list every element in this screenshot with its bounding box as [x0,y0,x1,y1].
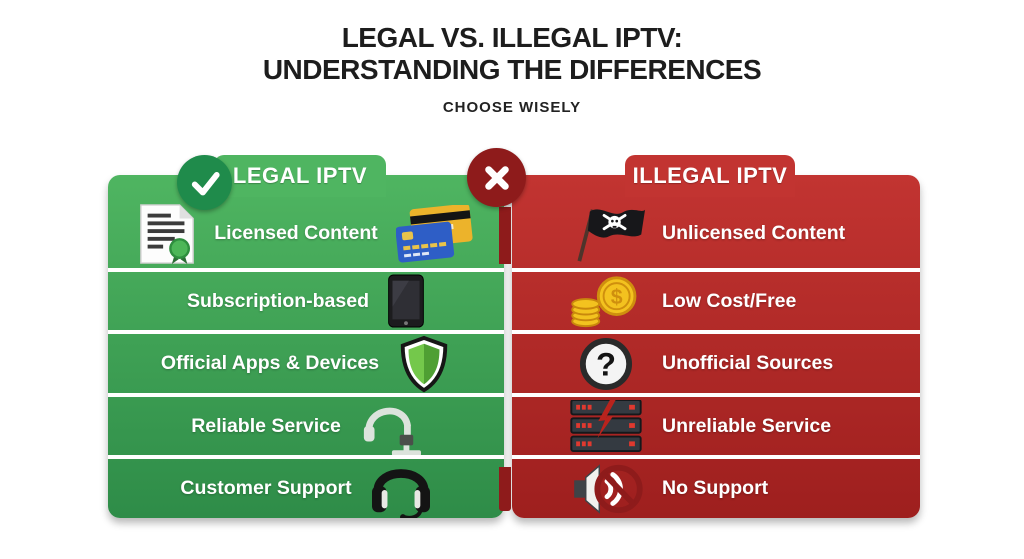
row-label: No Support [662,477,769,499]
legal-row-licensed-content: Licensed Content [108,175,504,268]
row-label: Subscription-based [186,289,370,312]
illegal-header-label: ILLEGAL IPTV [632,163,788,188]
broken-server-icon [558,400,654,452]
row-label: Unofficial Sources [662,352,834,374]
row-label: Unlicensed Content [662,222,846,244]
illegal-row-unlicensed-content: Unlicensed Content [512,175,920,268]
credit-cards-icon [395,204,474,263]
certificate-document-icon [138,203,196,265]
headphones-icon [370,460,432,518]
row-label: Reliable Service [191,414,341,437]
legal-row-reliable-service: Reliable Service [108,393,504,456]
illegal-row-low-cost: $ Low Cost/Free [512,268,920,330]
headset-stand-icon [359,396,421,456]
illegal-row-unreliable-service: Unreliable Service [512,393,920,455]
row-label: Low Cost/Free [662,289,797,312]
shield-icon [397,335,451,393]
svg-text:?: ? [596,345,616,382]
row-label: Official Apps & Devices [160,352,380,374]
page-subtitle: CHOOSE WISELY [442,99,582,116]
row-label: Licensed Content [214,222,378,244]
money-coins-icon: $ [558,273,654,329]
illegal-row-no-support: No Support [512,455,920,518]
page-title-line2: UNDERSTANDING THE DIFFERENCES [262,54,762,85]
row-label: Unreliable Service [662,414,832,437]
question-mark-icon: ? [558,337,654,391]
legal-header-tab: LEGAL IPTV [214,155,386,197]
illegal-iptv-panel: Unlicensed Content $ Low Cost/Free [512,175,920,518]
pirate-flag-icon [558,204,654,264]
svg-text:$: $ [611,285,623,309]
legal-header-label: LEGAL IPTV [232,163,368,188]
page-title-line1: LEGAL VS. ILLEGAL IPTV: [341,22,683,53]
column-divider-top [499,207,511,264]
column-divider-bottom [499,467,511,511]
legal-iptv-panel: Licensed Content [108,175,504,518]
smartphone-icon [387,274,425,328]
legal-row-official-apps: Official Apps & Devices [108,330,504,393]
muted-speaker-icon [558,462,654,516]
illegal-header-tab: ILLEGAL IPTV [625,155,795,197]
illegal-row-unofficial-sources: ? Unofficial Sources [512,330,920,393]
legal-row-customer-support: Customer Support [108,455,504,518]
row-label: Customer Support [180,477,352,499]
legal-row-subscription: Subscription-based [108,268,504,330]
cross-icon [467,148,526,207]
check-icon [177,155,232,210]
